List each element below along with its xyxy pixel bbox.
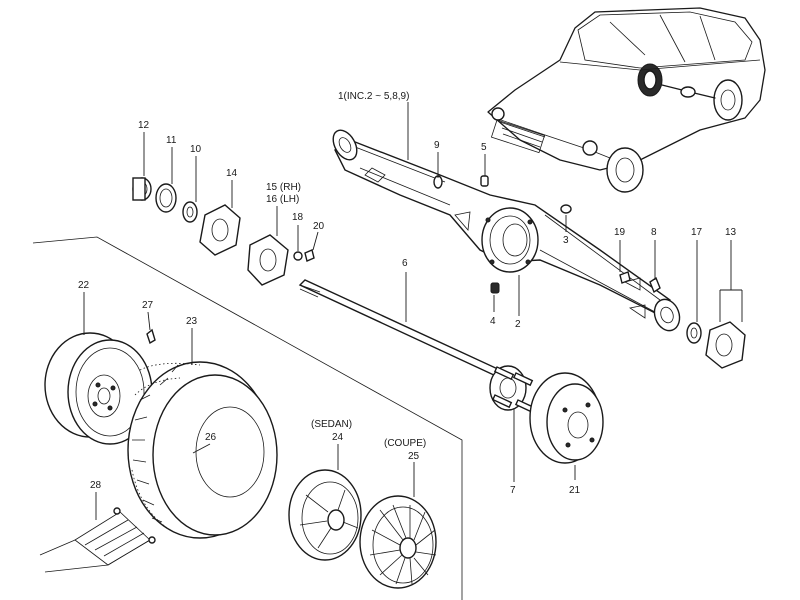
tire-chain bbox=[39, 507, 156, 573]
callout-8: 8 bbox=[651, 227, 657, 238]
callout-6: 6 bbox=[402, 258, 408, 269]
road-wheel bbox=[44, 332, 153, 445]
section-divider bbox=[32, 236, 463, 600]
brake-drum bbox=[529, 372, 604, 464]
callout-21: 21 bbox=[569, 485, 581, 496]
axle-shaft bbox=[298, 279, 536, 414]
callout-16: 16 (LH) bbox=[266, 194, 299, 205]
car-illustration bbox=[487, 7, 766, 193]
wheel-cover-coupe bbox=[359, 495, 437, 589]
axle-housing bbox=[332, 129, 681, 332]
callout-24: 24 bbox=[332, 432, 344, 443]
callout-4: 4 bbox=[490, 316, 496, 327]
tire bbox=[127, 361, 278, 539]
callout-11: 11 bbox=[166, 135, 177, 146]
callout-13: 13 bbox=[725, 227, 737, 238]
callout-14: 14 bbox=[226, 168, 238, 179]
callout-22: 22 bbox=[78, 280, 90, 291]
right-bearing-stack bbox=[686, 321, 746, 369]
callout-9: 9 bbox=[434, 140, 440, 151]
callout-1: 1(INC.2 ~ 5,8,9) bbox=[338, 91, 409, 102]
callout-labels: 1(INC.2 ~ 5,8,9) 2 3 4 5 6 7 8 9 10 11 1… bbox=[78, 91, 737, 496]
callout-3: 3 bbox=[563, 235, 569, 246]
callout-5: 5 bbox=[481, 142, 487, 153]
callout-20: 20 bbox=[313, 221, 325, 232]
callout-28: 28 bbox=[90, 480, 102, 491]
callout-15: 15 (RH) bbox=[266, 182, 301, 193]
leader-lines bbox=[83, 102, 743, 520]
callout-26: 26 bbox=[205, 432, 217, 443]
callout-10: 10 bbox=[190, 144, 202, 155]
callout-27: 27 bbox=[142, 300, 154, 311]
callout-23: 23 bbox=[186, 316, 198, 327]
callout-2: 2 bbox=[515, 319, 521, 330]
callout-25: 25 bbox=[408, 451, 420, 462]
callout-17: 17 bbox=[691, 227, 703, 238]
callout-7: 7 bbox=[510, 485, 516, 496]
callout-12: 12 bbox=[138, 120, 150, 131]
callout-19: 19 bbox=[614, 227, 626, 238]
variant-label-sedan: (SEDAN) bbox=[311, 419, 352, 430]
variant-label-coupe: (COUPE) bbox=[384, 438, 426, 449]
wheel-cover-sedan bbox=[288, 469, 362, 561]
callout-18: 18 bbox=[292, 212, 304, 223]
bearing-stack bbox=[132, 177, 289, 286]
